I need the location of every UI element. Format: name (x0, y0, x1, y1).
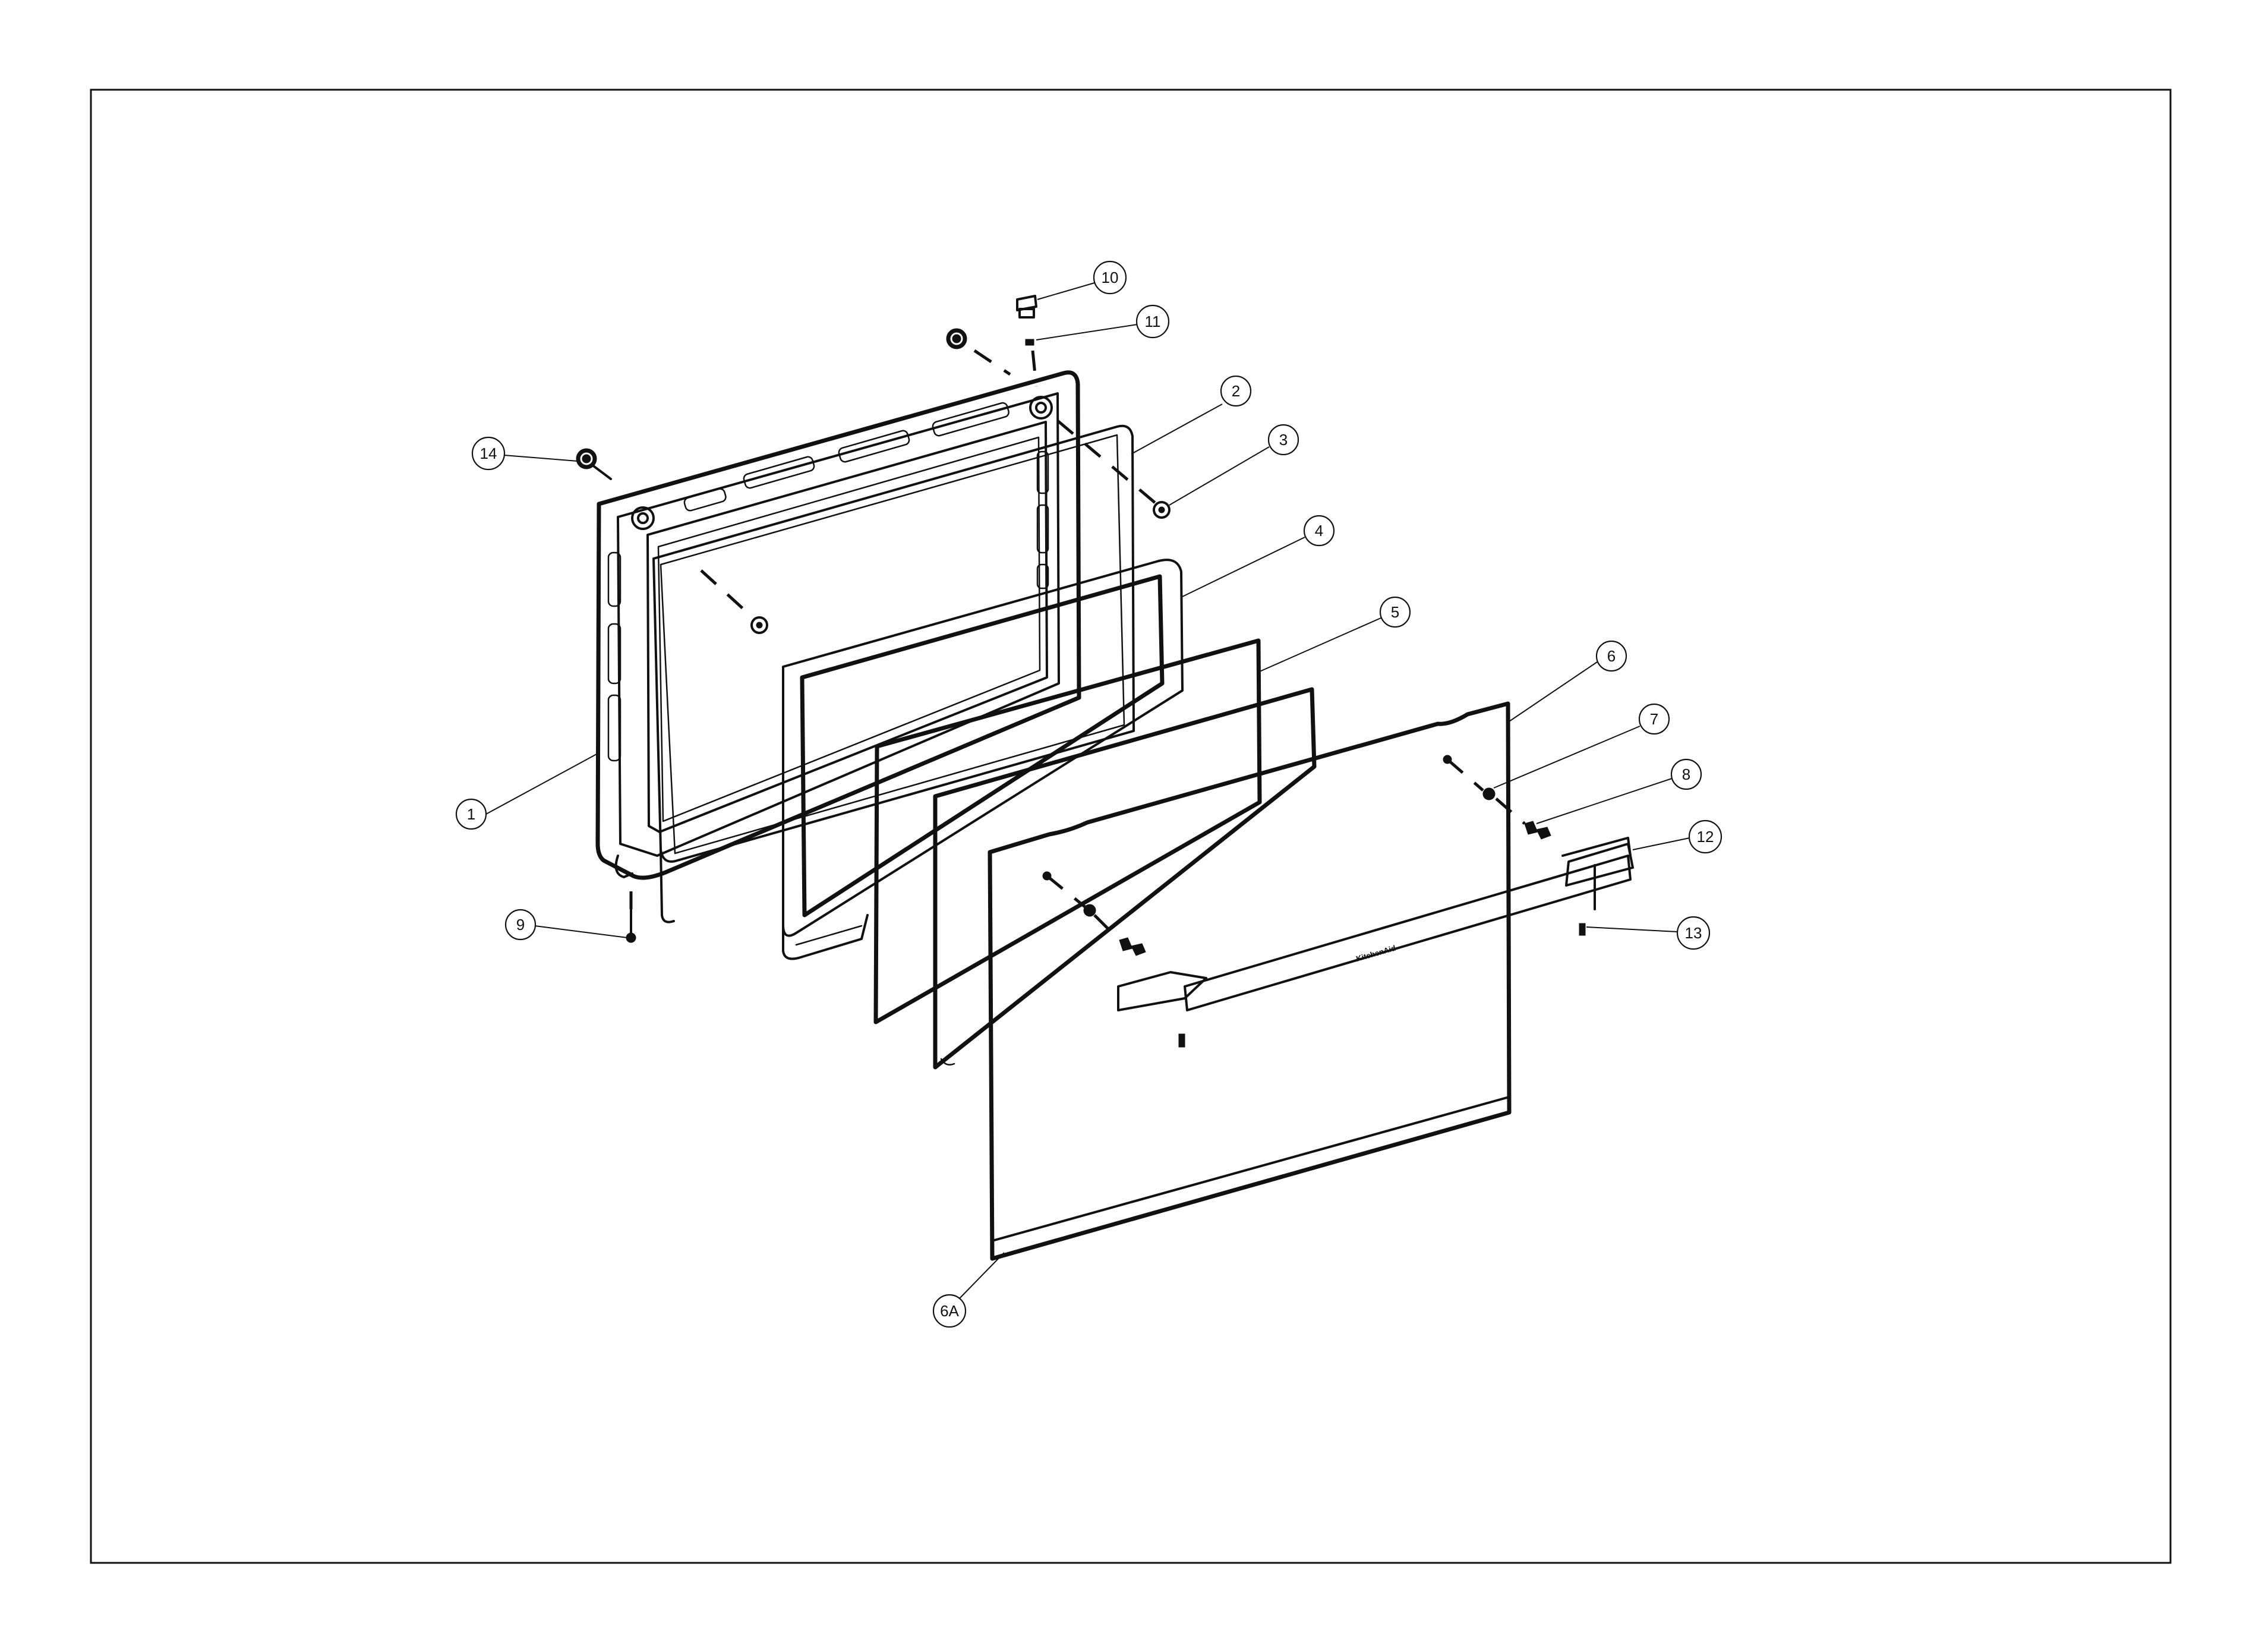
part-5-inner-glass-pane (873, 638, 1262, 1024)
callout-6a: 6A (932, 1294, 967, 1328)
svg-text:7: 7 (1650, 710, 1658, 728)
svg-text:1: 1 (467, 805, 475, 823)
svg-text:14: 14 (480, 444, 497, 462)
part-2-gasket-wire-frame (652, 424, 1135, 923)
callout-9: 9 (504, 909, 537, 941)
svg-text:10: 10 (1102, 269, 1119, 286)
hardware-screws (576, 295, 1586, 1048)
callout-13: 13 (1676, 916, 1711, 950)
svg-text:8: 8 (1682, 765, 1690, 783)
drawing-border (90, 89, 2172, 1564)
assembly-axis-lines (629, 349, 1526, 941)
svg-text:3: 3 (1279, 431, 1288, 449)
part-1-inner-door-frame (595, 370, 1081, 880)
callout-3: 3 (1267, 424, 1299, 456)
part-12-door-handle (1117, 837, 1634, 1011)
callout-14: 14 (471, 436, 506, 471)
callouts: 1 2 3 4 5 6 (455, 260, 1722, 1328)
middle-glass-pane (933, 687, 1317, 1070)
callout-10: 10 (1093, 260, 1127, 295)
svg-text:2: 2 (1232, 382, 1240, 400)
callout-5: 5 (1379, 596, 1411, 628)
svg-text:12: 12 (1697, 828, 1714, 846)
part-6-outer-glass-panel: KitchenAid (988, 701, 1512, 1261)
svg-text:6: 6 (1607, 647, 1616, 665)
svg-text:9: 9 (516, 916, 525, 934)
callout-11: 11 (1135, 304, 1170, 339)
callout-4: 4 (1303, 515, 1335, 547)
part-4-glass-support-frame (782, 559, 1184, 960)
callout-8: 8 (1670, 758, 1702, 790)
callout-6: 6 (1595, 640, 1627, 672)
callout-1: 1 (455, 798, 487, 830)
callout-7: 7 (1638, 703, 1670, 735)
svg-text:5: 5 (1391, 603, 1399, 621)
svg-text:13: 13 (1685, 924, 1702, 942)
callout-12: 12 (1688, 819, 1722, 854)
svg-text:4: 4 (1315, 522, 1323, 540)
svg-text:6A: 6A (940, 1302, 959, 1320)
svg-text:11: 11 (1145, 313, 1161, 330)
callout-2: 2 (1220, 375, 1252, 407)
